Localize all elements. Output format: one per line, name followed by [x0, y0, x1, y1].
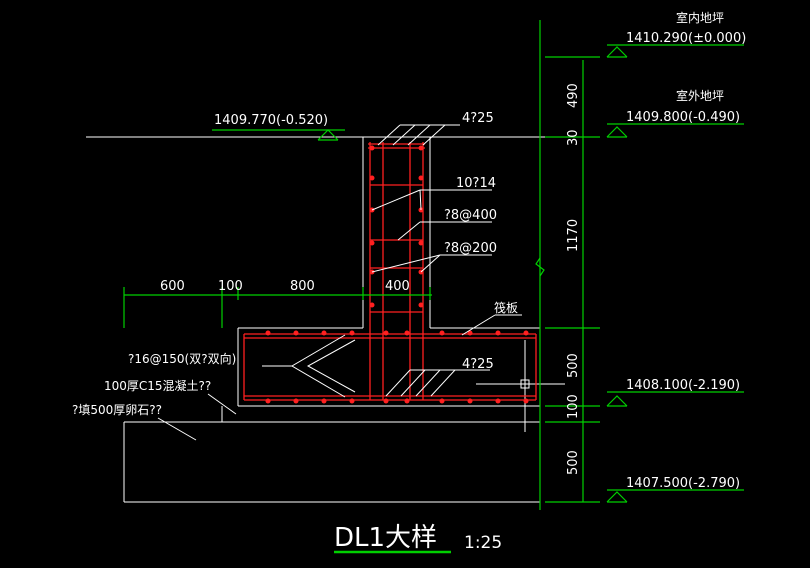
gravel-layer-label: ?填500厚卵石??	[72, 403, 162, 417]
bottom-bars-label: 4?25	[462, 357, 494, 372]
dim-500-base: 500	[566, 450, 581, 475]
leader-lines	[157, 124, 522, 441]
dim-600: 600	[160, 279, 185, 294]
rebar-cage	[243, 142, 537, 404]
title-main: DL1大样	[334, 523, 437, 553]
dim-800: 800	[290, 279, 315, 294]
dim-500-raft: 500	[566, 353, 581, 378]
top-bars-label: 4?25	[462, 111, 494, 126]
dim-30: 30	[566, 129, 581, 146]
left-ground-elevation: 1409.770(-0.520)	[214, 113, 328, 128]
stirrup-400-label: ?8@400	[444, 208, 497, 223]
raft-rebar-label: ?16@150(双?双向)	[128, 351, 236, 366]
dim-100-h: 100	[218, 279, 243, 294]
dim-1170: 1170	[566, 219, 581, 252]
layer-labels: 100厚C15混凝土?? ?填500厚卵石??	[72, 378, 211, 417]
outdoor-floor-label: 室外地坪	[676, 88, 724, 103]
dim-490: 490	[566, 83, 581, 108]
dimension-lines	[123, 20, 744, 510]
vertical-dimension-labels: 490 30 1170 500 100 500	[566, 83, 581, 475]
title-scale: 1:25	[464, 533, 502, 553]
dim-100: 100	[566, 394, 581, 419]
structure-outline	[86, 136, 565, 503]
stirrup-200-label: ?8@200	[444, 241, 497, 256]
raft-bottom-elevation: 1408.100(-2.190)	[626, 378, 740, 393]
concrete-layer-label: 100厚C15混凝土??	[104, 378, 211, 393]
horizontal-dimension-labels: 600 100 800 400	[160, 279, 410, 294]
dim-400: 400	[385, 279, 410, 294]
elevation-labels: 室内地坪 1410.290(±0.000) 室外地坪 1409.800(-0.4…	[214, 10, 746, 491]
indoor-elevation: 1410.290(±0.000)	[626, 31, 746, 46]
base-bottom-elevation: 1407.500(-2.790)	[626, 476, 740, 491]
rebar-labels: 4?25 10?14 ?8@400 ?8@200 筏板 4?25 ?16@150…	[128, 111, 518, 372]
raft-label: 筏板	[494, 301, 518, 315]
side-bars-label: 10?14	[456, 176, 496, 191]
indoor-floor-label: 室内地坪	[676, 10, 724, 25]
drawing-title: DL1大样 1:25	[334, 523, 502, 554]
outdoor-elevation: 1409.800(-0.490)	[626, 110, 740, 125]
